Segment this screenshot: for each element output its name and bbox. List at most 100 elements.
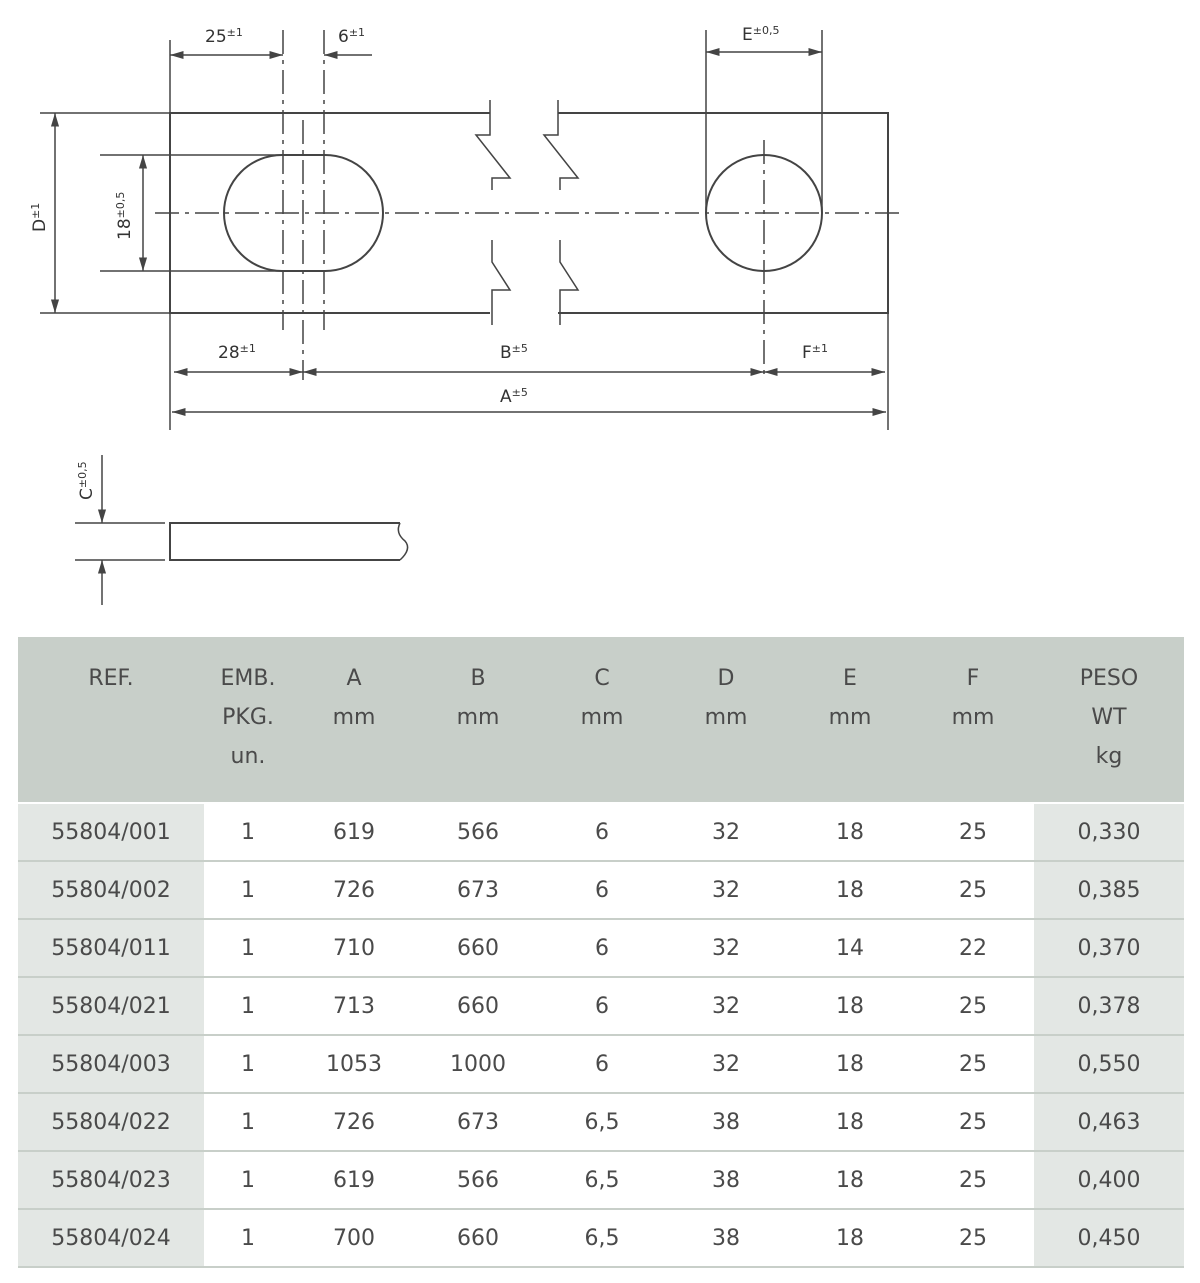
cell-b: 673	[416, 860, 540, 920]
dimension-18: 18±0,5	[100, 154, 282, 272]
table-row: 55804/023 1 619 566 6,5 38 18 25 0,400	[18, 1150, 1184, 1210]
col-header-pkg: EMB.PKG.un.	[204, 637, 292, 803]
cell-a: 619	[292, 1150, 416, 1210]
svg-text:A±5: A±5	[500, 386, 528, 407]
cell-d: 32	[664, 802, 788, 862]
cell-c: 6,5	[540, 1208, 664, 1268]
svg-text:25±1: 25±1	[205, 26, 243, 47]
svg-text:28±1: 28±1	[218, 342, 256, 363]
cell-weight: 0,463	[1034, 1092, 1184, 1152]
cell-c: 6	[540, 860, 664, 920]
cell-e: 18	[788, 1092, 912, 1152]
svg-text:B±5: B±5	[500, 342, 528, 363]
table-row: 55804/001 1 619 566 6 32 18 25 0,330	[18, 802, 1184, 862]
svg-text:D±1: D±1	[29, 203, 50, 232]
cell-c: 6	[540, 802, 664, 862]
cell-f: 22	[912, 918, 1034, 978]
svg-text:6±1: 6±1	[338, 26, 365, 47]
cell-b: 660	[416, 1208, 540, 1268]
cell-b: 660	[416, 918, 540, 978]
cell-weight: 0,370	[1034, 918, 1184, 978]
cell-ref: 55804/023	[18, 1150, 204, 1210]
cell-b: 566	[416, 802, 540, 862]
table-row: 55804/021 1 713 660 6 32 18 25 0,378	[18, 976, 1184, 1036]
cell-weight: 0,400	[1034, 1150, 1184, 1210]
cell-a: 710	[292, 918, 416, 978]
cell-weight: 0,330	[1034, 802, 1184, 862]
center-lines	[155, 30, 905, 380]
cell-e: 14	[788, 918, 912, 978]
cell-pkg: 1	[204, 860, 292, 920]
dimension-F: F±1	[764, 313, 889, 430]
table-row: 55804/003 1 1053 1000 6 32 18 25 0,550	[18, 1034, 1184, 1094]
cell-b: 660	[416, 976, 540, 1036]
cell-b: 673	[416, 1092, 540, 1152]
table-row: 55804/022 1 726 673 6,5 38 18 25 0,463	[18, 1092, 1184, 1152]
cell-a: 619	[292, 802, 416, 862]
cell-weight: 0,378	[1034, 976, 1184, 1036]
svg-text:18±0,5: 18±0,5	[114, 192, 135, 240]
table-row: 55804/024 1 700 660 6,5 38 18 25 0,450	[18, 1208, 1184, 1268]
cell-d: 32	[664, 918, 788, 978]
technical-drawing: 25±1 6±1 E±0,5 D±1 18±0,5 28±1 B±5	[29, 24, 905, 605]
col-header-ref: REF.	[18, 637, 204, 803]
cell-pkg: 1	[204, 1092, 292, 1152]
cell-d: 38	[664, 1092, 788, 1152]
cell-ref: 55804/001	[18, 802, 204, 862]
cell-c: 6,5	[540, 1092, 664, 1152]
table-row: 55804/011 1 710 660 6 32 14 22 0,370	[18, 918, 1184, 978]
cell-ref: 55804/021	[18, 976, 204, 1036]
cell-a: 726	[292, 1092, 416, 1152]
cell-ref: 55804/002	[18, 860, 204, 920]
cell-e: 18	[788, 1208, 912, 1268]
dimension-28: 28±1	[169, 313, 303, 430]
dimension-25: 25±1	[169, 26, 283, 113]
cell-e: 18	[788, 1150, 912, 1210]
cell-ref: 55804/024	[18, 1208, 204, 1268]
cell-b: 1000	[416, 1034, 540, 1094]
dimension-A: A±5	[172, 386, 886, 417]
cell-c: 6,5	[540, 1150, 664, 1210]
cell-pkg: 1	[204, 918, 292, 978]
side-view	[75, 455, 409, 605]
dimension-6: 6±1	[324, 26, 372, 60]
cell-c: 6	[540, 918, 664, 978]
svg-text:E±0,5: E±0,5	[742, 24, 779, 45]
cell-pkg: 1	[204, 1150, 292, 1210]
cell-ref: 55804/011	[18, 918, 204, 978]
cell-b: 566	[416, 1150, 540, 1210]
cell-d: 38	[664, 1150, 788, 1210]
cell-a: 1053	[292, 1034, 416, 1094]
cell-d: 32	[664, 860, 788, 920]
cell-a: 713	[292, 976, 416, 1036]
cell-c: 6	[540, 976, 664, 1036]
cell-weight: 0,385	[1034, 860, 1184, 920]
cell-f: 25	[912, 802, 1034, 862]
cell-e: 18	[788, 976, 912, 1036]
cell-f: 25	[912, 1034, 1034, 1094]
cell-pkg: 1	[204, 1208, 292, 1268]
cell-weight: 0,550	[1034, 1034, 1184, 1094]
cell-f: 25	[912, 1092, 1034, 1152]
cell-f: 25	[912, 976, 1034, 1036]
slot-hole	[223, 154, 384, 272]
cell-a: 726	[292, 860, 416, 920]
dimension-B: B±5	[303, 342, 764, 377]
cell-d: 38	[664, 1208, 788, 1268]
cell-f: 25	[912, 1150, 1034, 1210]
cell-pkg: 1	[204, 976, 292, 1036]
svg-text:C±0,5: C±0,5	[76, 461, 97, 500]
table-row: 55804/002 1 726 673 6 32 18 25 0,385	[18, 860, 1184, 920]
cell-e: 18	[788, 860, 912, 920]
cell-e: 18	[788, 802, 912, 862]
cell-a: 700	[292, 1208, 416, 1268]
dimension-C: C±0,5	[76, 461, 97, 500]
cell-ref: 55804/022	[18, 1092, 204, 1152]
cell-pkg: 1	[204, 802, 292, 862]
